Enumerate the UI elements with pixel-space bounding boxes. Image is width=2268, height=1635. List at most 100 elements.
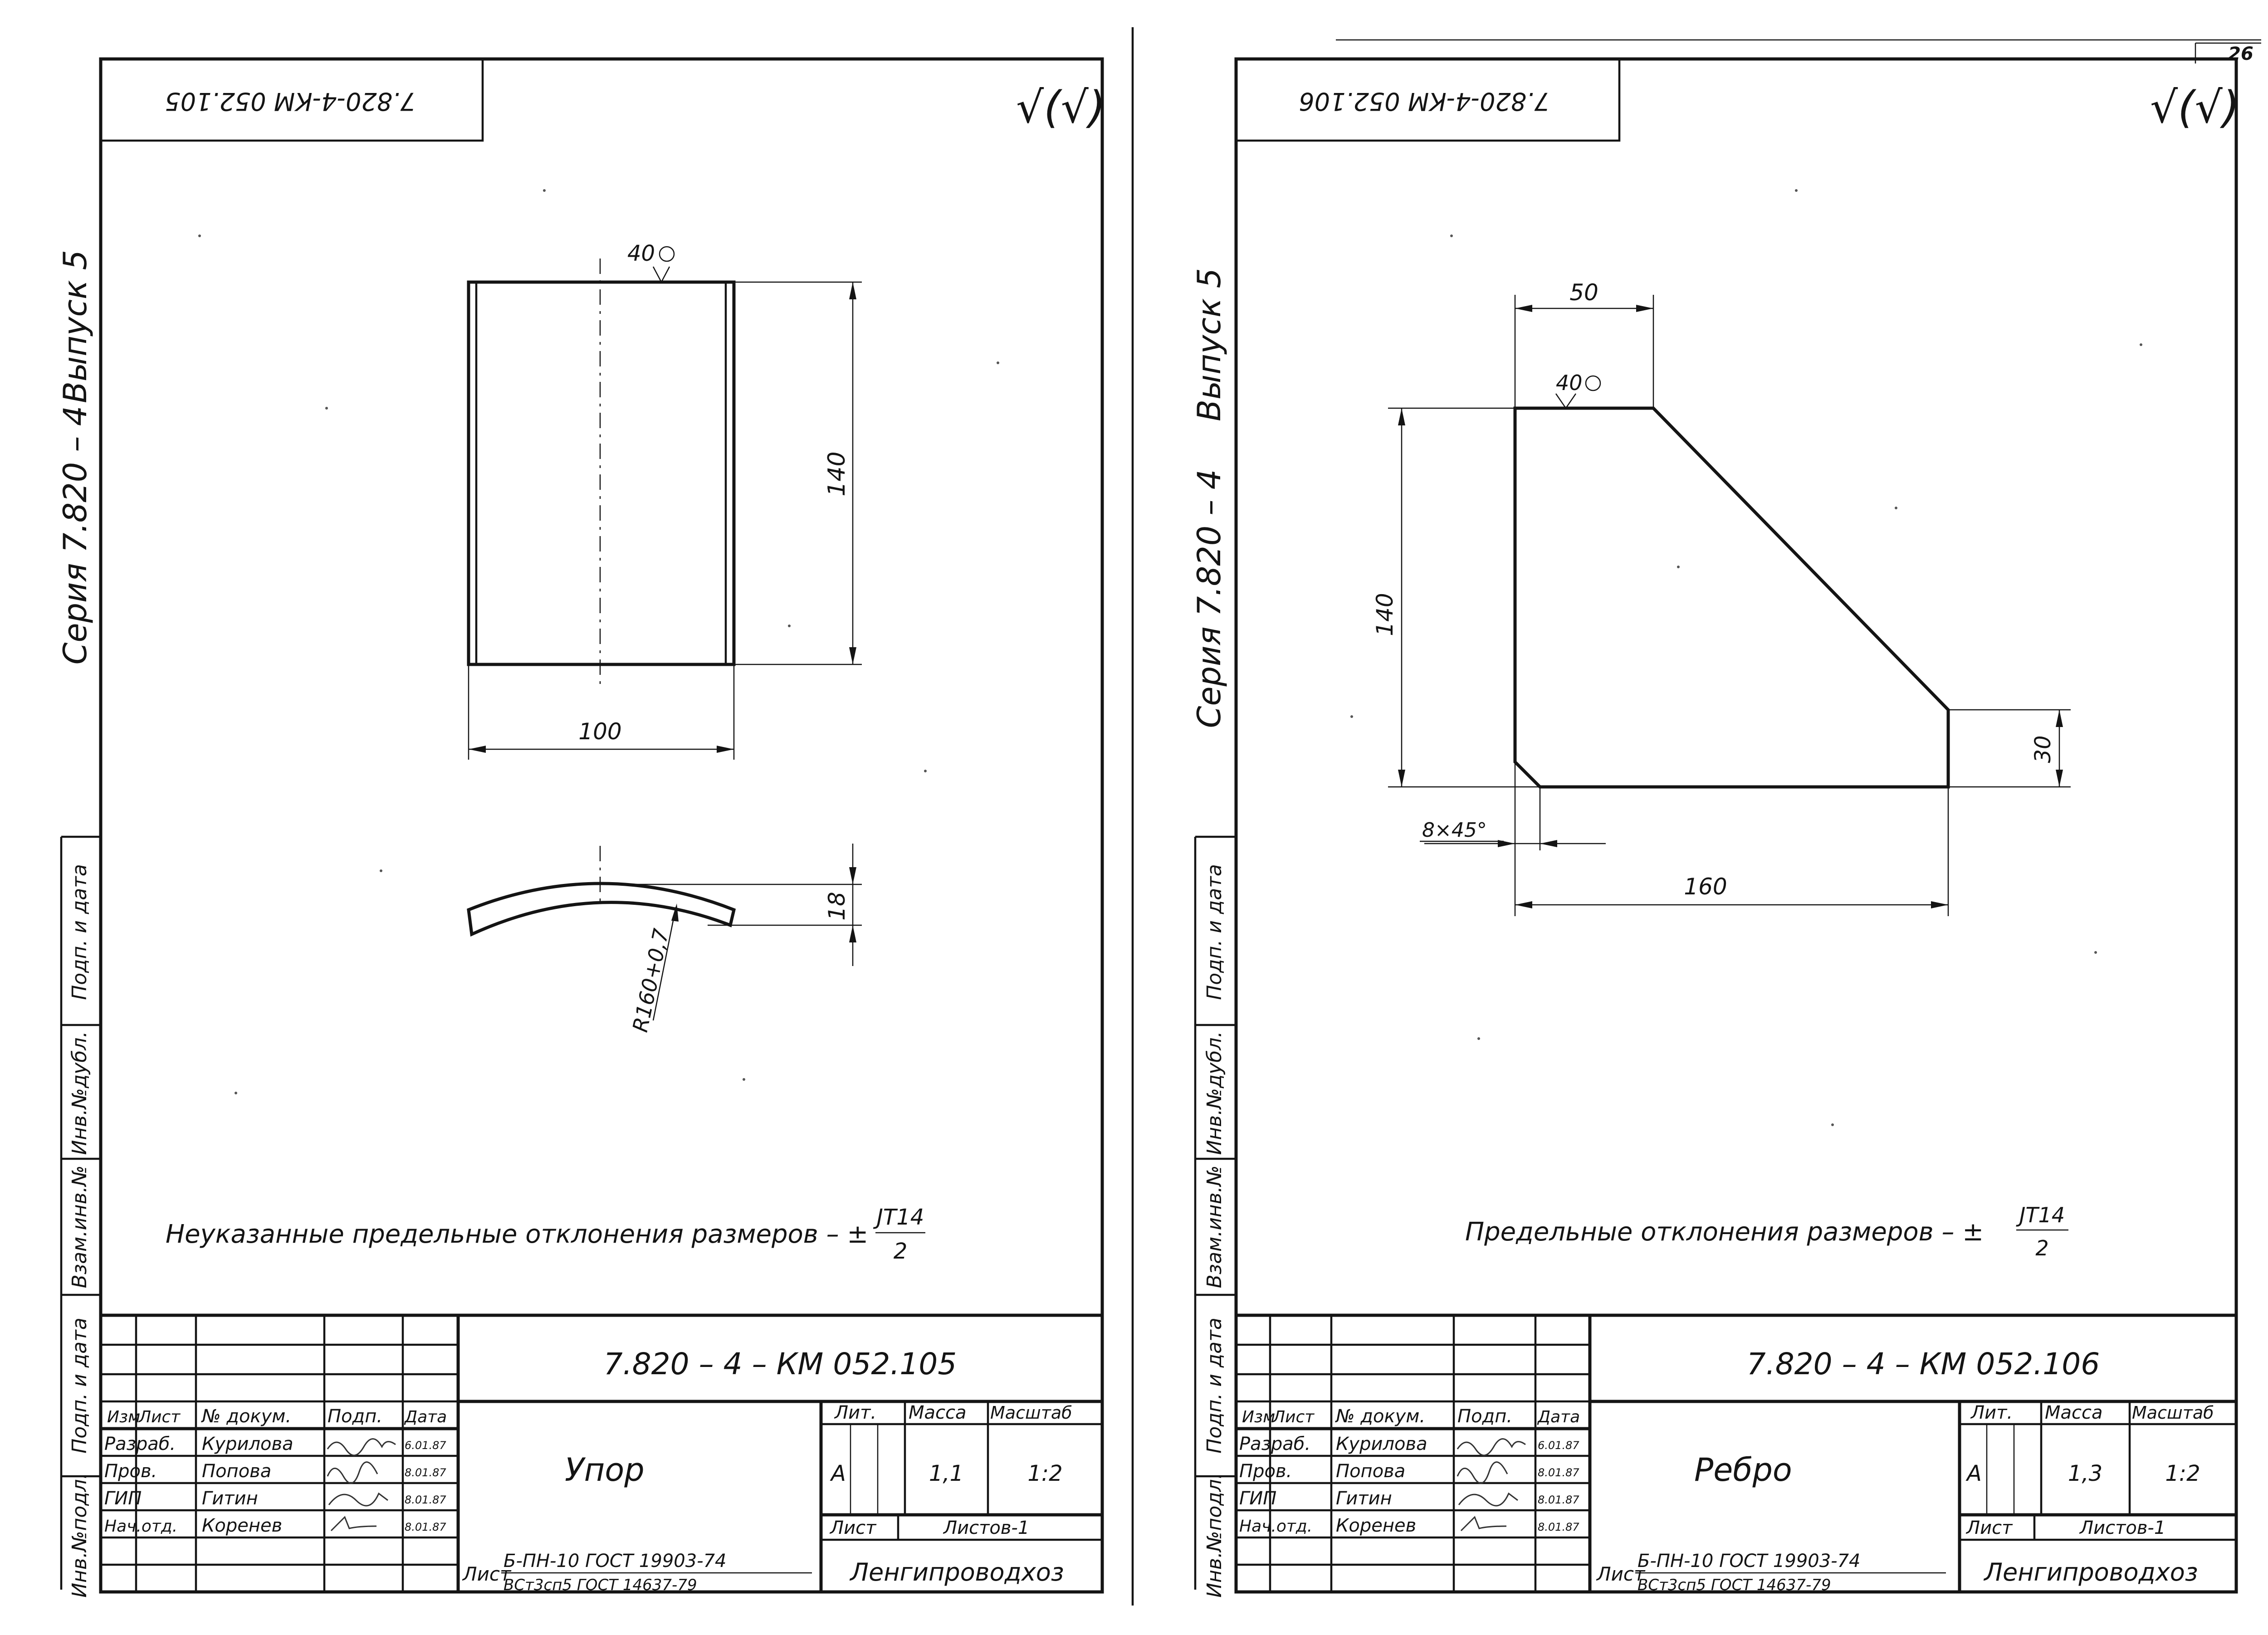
page-number: 26 bbox=[2228, 44, 2253, 64]
tb-name: Гитин bbox=[202, 1488, 258, 1509]
dim-arrow-icon bbox=[717, 746, 734, 753]
tb-hdr-ndoc: № докум. bbox=[201, 1406, 291, 1427]
sheet-106: 7.820-4-КМ 052.106 √(√) Серия 7.820 – 4 … bbox=[1191, 57, 2239, 1598]
tb-title: Упор bbox=[565, 1451, 645, 1489]
radius-leader bbox=[652, 907, 677, 1021]
tb-outline bbox=[99, 1313, 1104, 1594]
tb-mass: 1,3 bbox=[2068, 1461, 2102, 1486]
tb-hdr-list: Лист bbox=[138, 1408, 181, 1426]
sheet-106-note: Предельные отклонения размеров – ± JT14 … bbox=[1465, 1203, 2068, 1260]
sheet-106-series: Серия 7.820 – 4 bbox=[1191, 469, 1228, 728]
tb-scale-label: Масштаб bbox=[990, 1403, 1072, 1423]
side-stamp-label: Инв.№дубл. bbox=[68, 1031, 91, 1155]
sheet-106-issue: Выпуск 5 bbox=[1191, 268, 1228, 421]
tb-material-prefix: Лист bbox=[1596, 1563, 1646, 1585]
dim-arrow-icon bbox=[1515, 305, 1532, 312]
side-stamp-label: Подп. и дата bbox=[68, 1318, 91, 1454]
tb-lit-label: Лит. bbox=[834, 1402, 876, 1423]
dim-arrow-icon bbox=[1931, 901, 1948, 908]
tb-hdr-izm: Изм bbox=[1242, 1408, 1275, 1426]
signature-image bbox=[328, 1492, 388, 1507]
dim-bottom-label: 160 bbox=[1684, 874, 1727, 900]
weld-mark-text: 40 bbox=[627, 241, 655, 266]
tb-role: Пров. bbox=[104, 1461, 157, 1482]
sheet-105-plate-view: 40 140 100 bbox=[467, 241, 862, 760]
dim-arrow-icon bbox=[1398, 770, 1405, 787]
sheet-106-title-block: 7.820 – 4 – КМ 052.106 Изм Лист № докум.… bbox=[1234, 1313, 2238, 1594]
sheet-105-arc-section: 18 R160+0,7 bbox=[467, 844, 862, 1034]
tolerance-note: Предельные отклонения размеров – ± bbox=[1465, 1217, 1984, 1247]
tb-role: ГИП bbox=[1239, 1488, 1276, 1509]
sheet-106-stamp-code: 7.820-4-КМ 052.106 bbox=[1299, 87, 1549, 116]
sheet-105-note: Неуказанные предельные отклонения размер… bbox=[166, 1205, 925, 1264]
signature-image bbox=[1460, 1516, 1507, 1532]
tb-mass-label: Масса bbox=[909, 1402, 967, 1423]
side-stamp-label: Инв.№подл. bbox=[1203, 1473, 1226, 1598]
weld-mark-text: 40 bbox=[1556, 371, 1583, 395]
tb-hdr-podp: Подп. bbox=[327, 1406, 382, 1427]
side-stamp-label: Инв.№дубл. bbox=[1203, 1031, 1226, 1155]
tb-lit: А bbox=[830, 1461, 846, 1486]
sheet-105-scan-dots bbox=[198, 189, 999, 1094]
tb-hdr-izm: Изм bbox=[107, 1408, 140, 1426]
arc-section-outline bbox=[467, 882, 736, 937]
chamfer-label: 8×45° bbox=[1422, 819, 1487, 842]
tb-hdr-list: Лист bbox=[1272, 1408, 1315, 1426]
side-stamp-label: Подп. и дата bbox=[68, 864, 91, 1000]
tb-name: Курилова bbox=[202, 1434, 293, 1454]
weld-mark-circle-icon bbox=[1585, 375, 1601, 391]
tb-doc-code: 7.820 – 4 – КМ 052.106 bbox=[1747, 1347, 2100, 1381]
tb-date: 8.01.87 bbox=[1538, 1493, 1579, 1506]
signature-image bbox=[1457, 1438, 1526, 1456]
tb-doc-code: 7.820 – 4 – КМ 052.105 bbox=[604, 1347, 957, 1381]
sheet-106-stamp-box bbox=[1235, 58, 1621, 142]
tb-mass-label: Масса bbox=[2045, 1402, 2103, 1423]
tb-material-prefix: Лист bbox=[462, 1563, 512, 1585]
tb-hdr-podp: Подп. bbox=[1457, 1406, 1512, 1427]
tb-mass: 1,1 bbox=[929, 1461, 963, 1486]
signature-image bbox=[330, 1516, 377, 1532]
dim-arrow-icon bbox=[1636, 305, 1653, 312]
tb-date: 8.01.87 bbox=[405, 1493, 446, 1506]
tb-sheets-label: Листов-1 bbox=[2079, 1518, 2165, 1538]
sheet-105-stamp-box bbox=[99, 58, 484, 142]
tb-date: 8.01.87 bbox=[1538, 1521, 1579, 1533]
tb-scale: 1:2 bbox=[2165, 1461, 2200, 1486]
tb-org: Ленгипроводхоз bbox=[849, 1558, 1064, 1586]
rib-outline bbox=[1513, 406, 1950, 789]
dim-thickness-label: 18 bbox=[824, 892, 850, 921]
side-stamp-label: Инв.№подл. bbox=[68, 1473, 91, 1598]
tb-hdr-ndoc: № докум. bbox=[1335, 1406, 1425, 1427]
dim-arrow-icon bbox=[849, 925, 856, 942]
dim-arrow-icon bbox=[849, 282, 856, 299]
dim-height-label: 140 bbox=[823, 451, 850, 496]
dim-arrow-icon bbox=[1540, 840, 1557, 847]
tolerance-denominator: 2 bbox=[2035, 1236, 2048, 1260]
tb-role: Разраб. bbox=[1239, 1434, 1310, 1454]
weld-mark-circle-icon bbox=[659, 246, 675, 262]
tb-name: Гитин bbox=[1336, 1488, 1392, 1509]
tb-date: 8.01.87 bbox=[1538, 1466, 1579, 1479]
tb-hdr-data: Дата bbox=[1537, 1408, 1580, 1426]
sheet-105-series: Серия 7.820 – 4 bbox=[57, 406, 94, 665]
sheet-105-issue: Выпуск 5 bbox=[57, 250, 94, 403]
dim-arrow-icon bbox=[2056, 710, 2063, 727]
dim-arrow-icon bbox=[469, 746, 486, 753]
tb-role: Пров. bbox=[1239, 1461, 1292, 1482]
sheet-106-rib-view: 40 50 140 30 bbox=[1372, 279, 2071, 916]
sheet-105-roughness: √(√) bbox=[1016, 82, 1105, 133]
tb-material-1: Б-ПН-10 ГОСТ 19903-74 bbox=[1637, 1551, 1861, 1572]
tb-org: Ленгипроводхоз bbox=[1983, 1558, 2198, 1586]
weld-mark-arrow-icon bbox=[652, 266, 670, 283]
tb-role: Нач.отд. bbox=[1239, 1517, 1312, 1536]
tb-lit-label: Лит. bbox=[1970, 1402, 2013, 1423]
side-stamp-label: Взам.инв.№ bbox=[68, 1166, 91, 1288]
sheet-105-title-block: 7.820 – 4 – КМ 052.105 Изм Лист № докум.… bbox=[99, 1313, 1104, 1594]
sheet-106-roughness: √(√) bbox=[2150, 82, 2239, 133]
signature-image bbox=[327, 1438, 396, 1456]
tolerance-denominator: 2 bbox=[894, 1239, 908, 1264]
dim-width-label: 100 bbox=[578, 718, 621, 745]
sheet-106-scan-dots bbox=[1350, 189, 2142, 1126]
sheet-105-side-stamp: Взам.инв.№ Инв.№дубл. Подп. и дата Подп.… bbox=[60, 835, 101, 1598]
